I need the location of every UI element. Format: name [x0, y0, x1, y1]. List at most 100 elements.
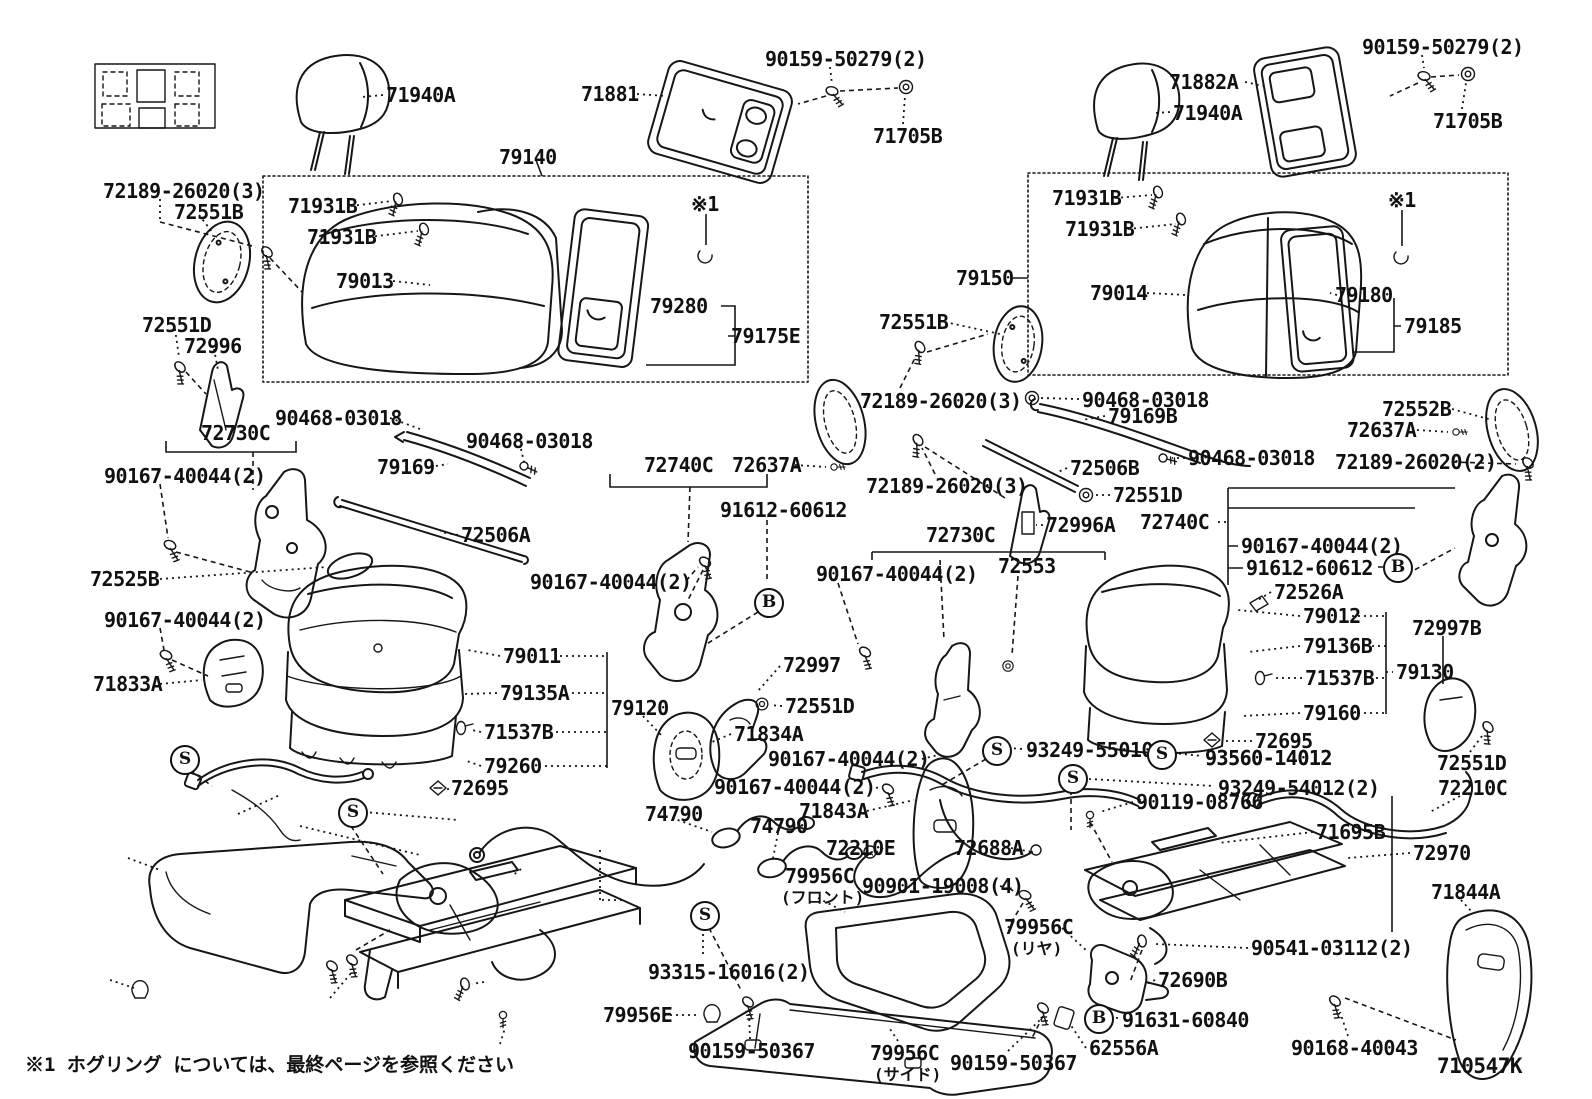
part-label: 79956C [870, 1041, 940, 1065]
part-label: 90167-40044(2) [1241, 534, 1403, 558]
part-label: 72695 [1255, 729, 1313, 753]
part-label: 72690B [1158, 968, 1228, 992]
part-label: 79160 [1303, 701, 1361, 725]
assembly-box-79140 [262, 175, 809, 383]
part-label: 93249-55010 [1026, 738, 1153, 762]
part-label: 79280 [650, 294, 708, 318]
part-label: 71537B [1305, 666, 1375, 690]
cover-79956C-side [693, 998, 1053, 1096]
part-label: 72997B [1412, 616, 1482, 640]
cable-72210B [469, 826, 705, 887]
part-label: 72637A [732, 453, 802, 477]
part-label: 72637A [1347, 418, 1417, 442]
part-label: 91612-60612 [720, 498, 847, 522]
part-label: 79012 [1303, 604, 1361, 628]
trim-shield-72552B-left [813, 378, 867, 466]
part-label: 72996 [184, 334, 242, 358]
overhead-console-right [1253, 46, 1357, 178]
part-label: 72189-26020(3) [103, 179, 265, 203]
part-label: 71931B [1052, 186, 1122, 210]
part-label: 72210E [826, 836, 896, 860]
overhead-console-left [647, 60, 793, 184]
part-label: 90468-03018 [1188, 446, 1315, 470]
part-label: 71940A [1173, 101, 1243, 125]
seat-frame-left [344, 845, 641, 1001]
cover-79956B [148, 840, 434, 974]
part-label: 93249-54012(2) [1218, 776, 1380, 800]
part-label: 62556A [1089, 1036, 1159, 1060]
shield-71844A [1446, 909, 1533, 1080]
part-label: 93560-14012 [1205, 746, 1332, 770]
bracket-72997 [709, 698, 768, 780]
cable-72210E [853, 851, 959, 899]
part-label: 74790 [750, 814, 808, 838]
part-label: 72551D [142, 313, 212, 337]
trim-shield-72552B-right [1485, 388, 1539, 472]
part-label: 90167-40044(2) [104, 464, 266, 488]
part-label: 90159-50279(2) [765, 47, 927, 71]
part-label: 72551B [174, 200, 244, 224]
part-label: 79175E [731, 324, 801, 348]
shield-79120 [652, 711, 721, 801]
part-label: 79956C [1004, 915, 1074, 939]
diagram-code: 710547K [1437, 1054, 1523, 1078]
part-label: 74790 [645, 802, 703, 826]
cable-72688A [939, 799, 1033, 861]
part-label: 79260 [484, 754, 542, 778]
part-label: 71931B [1065, 217, 1135, 241]
part-label: 93560-14012 [1205, 746, 1332, 770]
part-label: 90159-50279(2) [1362, 35, 1524, 59]
fastener-alignment-lines [159, 74, 1517, 1041]
part-label: 72506B [1070, 456, 1140, 480]
stabilizer-rods-left [333, 431, 531, 565]
part-label: 79150 [956, 266, 1014, 290]
part-label: 71931B [307, 225, 377, 249]
bracket-72996A [1009, 484, 1051, 565]
part-label: 90167-40044(2) [768, 747, 930, 771]
part-label: 71940A [386, 83, 456, 107]
part-label: 71834A [734, 722, 804, 746]
part-label: 91631-60840 [1122, 1008, 1249, 1032]
callout-circle-S: S [982, 736, 1012, 766]
part-label: 90167-40044(2) [816, 562, 978, 586]
part-label: 71881 [581, 82, 639, 106]
handle-72525B [326, 552, 374, 580]
part-label: 71931B [288, 194, 358, 218]
part-label: 72551B [879, 310, 949, 334]
seat-back-right-illustration [1186, 211, 1363, 379]
part-label: 72551D [1437, 751, 1507, 775]
part-label: 72553 [998, 554, 1056, 578]
part-label: 90167-40044(2) [530, 570, 692, 594]
part-label: 79014 [1090, 281, 1148, 305]
callout-circle-B: B [1084, 1004, 1114, 1034]
part-label: 79169B [1108, 404, 1178, 428]
callout-circle-S: S [1058, 764, 1088, 794]
label-leaders [109, 54, 1493, 1052]
part-label: 90159-50367 [950, 1051, 1077, 1075]
part-label: 90468-03018 [275, 406, 402, 430]
part-label: (フロント) [781, 888, 865, 907]
part-label: 71695B [1316, 820, 1386, 844]
headrest-left-illustration [295, 54, 391, 175]
callout-circle-B: B [754, 588, 784, 618]
part-label: 90168-40043 [1291, 1036, 1418, 1060]
cable-74790-a [711, 815, 815, 849]
part-label: 72525B [90, 567, 160, 591]
cable-93249-55010-right [848, 764, 1141, 807]
seat-layout-legend [94, 63, 216, 129]
part-label: ※1 [1388, 188, 1416, 212]
cable-93249-55010-left [183, 758, 374, 842]
callout-circle-S: S [1147, 740, 1177, 770]
part-label: 72526A [1274, 580, 1344, 604]
trim-shield-72551B-left [192, 220, 252, 304]
part-label: 79956C [785, 864, 855, 888]
bracket-72690B [1087, 944, 1169, 1014]
bracket-72996 [199, 361, 245, 449]
part-label: 79169 [377, 455, 435, 479]
part-label: 72189-26020(3) [866, 474, 1028, 498]
part-label: 72189-26020(3) [860, 389, 1022, 413]
part-label: 91612-60612 [1246, 556, 1373, 580]
bracket-lines [165, 159, 1455, 932]
